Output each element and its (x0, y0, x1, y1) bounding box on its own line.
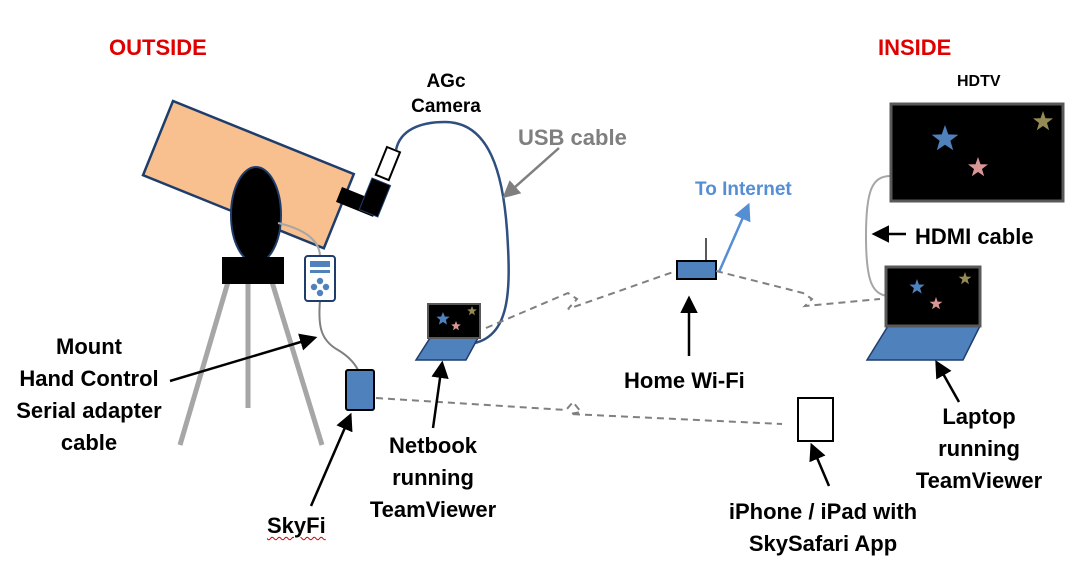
netbook-label-line: running (392, 465, 474, 490)
laptop-keyboard (865, 325, 982, 361)
hdmi-cable-line (864, 175, 892, 297)
to-internet-label: To Internet (695, 179, 792, 200)
agc-camera-label-line: Camera (411, 95, 481, 117)
telescope-fork-mount (230, 166, 282, 264)
hdmi-cable-label: HDMI cable (915, 224, 1034, 249)
ios-device (797, 397, 834, 442)
hdtv-screen (889, 102, 1065, 203)
tripod (177, 281, 325, 446)
home-wifi-label: Home Wi-Fi (624, 368, 745, 393)
netbook-keyboard (414, 337, 480, 361)
telescope (141, 99, 402, 284)
usb-label-arrow (502, 147, 560, 199)
mount-cable-label-line: Serial adapter (16, 398, 162, 423)
usb-cable-label: USB cable (518, 125, 627, 150)
hdtv-label: HDTV (957, 73, 1001, 90)
laptop-label: Laptop running TeamViewer (906, 401, 1052, 497)
laptop-label-line: running (938, 436, 1020, 461)
netbook (414, 303, 481, 361)
wifi-router (676, 238, 717, 280)
agc-camera-label-line: AGc (426, 71, 466, 92)
ios-device-label: iPhone / iPad with SkySafari App (712, 496, 934, 560)
usb-cable-line (394, 120, 510, 346)
mount-cable-upper (277, 222, 321, 258)
skyfi-device (345, 369, 375, 411)
laptop-label-line: Laptop (942, 404, 1016, 429)
laptop-label-line: TeamViewer (915, 468, 1043, 493)
netbook-label: Netbook running TeamViewer (362, 430, 504, 526)
laptop (865, 265, 982, 361)
wireless-links (375, 270, 881, 425)
mount-cable-label-line: Hand Control (19, 366, 159, 391)
mount-cable-label-line: cable (60, 430, 118, 455)
hdtv (889, 102, 1065, 203)
mount-serial-cable (318, 299, 359, 371)
outside-heading: OUTSIDE (109, 35, 207, 60)
inside-heading: INSIDE (878, 35, 952, 60)
hand-controller (304, 255, 336, 302)
internet-arrow (717, 202, 751, 273)
skyfi-label: SkyFi (267, 513, 326, 538)
ios-device-label-line: iPhone / iPad with (728, 499, 918, 524)
netbook-label-line: TeamViewer (369, 497, 497, 522)
agc-camera-label: AGc Camera (398, 70, 494, 119)
mount-cable-label: Mount Hand Control Serial adapter cable (0, 331, 178, 459)
mount-cable-label-line: Mount (56, 334, 122, 359)
pointer-arrows (169, 225, 961, 507)
netbook-label-line: Netbook (389, 433, 477, 458)
agc-camera-body (374, 145, 402, 182)
telescope-base (222, 257, 284, 284)
ios-device-label-line: SkySafari App (748, 531, 898, 556)
